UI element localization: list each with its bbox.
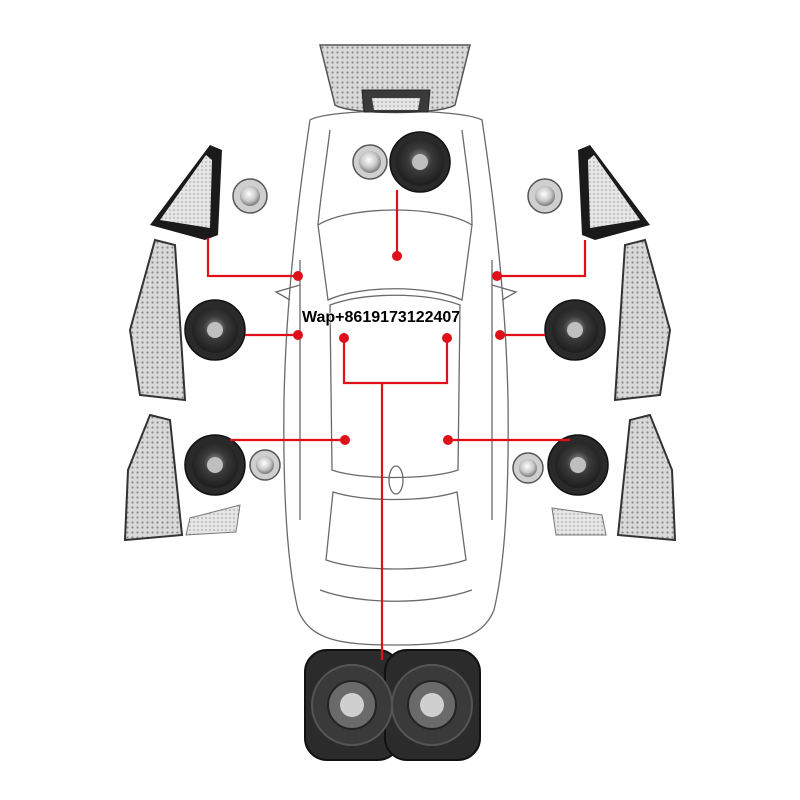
center-midrange-speaker <box>389 131 451 193</box>
hood-line-right <box>461 129 473 226</box>
windshield <box>317 209 473 301</box>
connector-front-left-tweeter <box>206 238 298 278</box>
connector-lines <box>206 190 587 660</box>
rear-left-door-midrange <box>123 413 281 542</box>
connector-front-right-tweeter <box>497 240 587 278</box>
front-left-door-midrange <box>128 238 246 402</box>
front-right-door-midrange <box>544 238 672 402</box>
rear-right-door-midrange <box>512 413 677 542</box>
connector-dots <box>293 251 505 445</box>
roof-logo <box>388 465 404 495</box>
under-seat-subwoofers <box>304 649 481 761</box>
front-left-a-pillar-tweeter <box>150 145 268 240</box>
rear-window <box>325 491 467 570</box>
center-tweeter <box>352 144 388 180</box>
connector-subwoofer <box>342 338 449 385</box>
car-outline <box>274 110 518 646</box>
hood-line-left <box>317 129 331 226</box>
trunk-line <box>319 589 473 602</box>
overhead-center-speaker <box>319 44 471 114</box>
mirror-right <box>491 284 518 301</box>
mirror-left <box>274 284 301 301</box>
watermark-contact: Wap+8619173122407 <box>302 309 461 326</box>
front-right-a-pillar-tweeter <box>527 145 650 240</box>
car-body <box>283 110 509 646</box>
roof <box>329 294 461 479</box>
